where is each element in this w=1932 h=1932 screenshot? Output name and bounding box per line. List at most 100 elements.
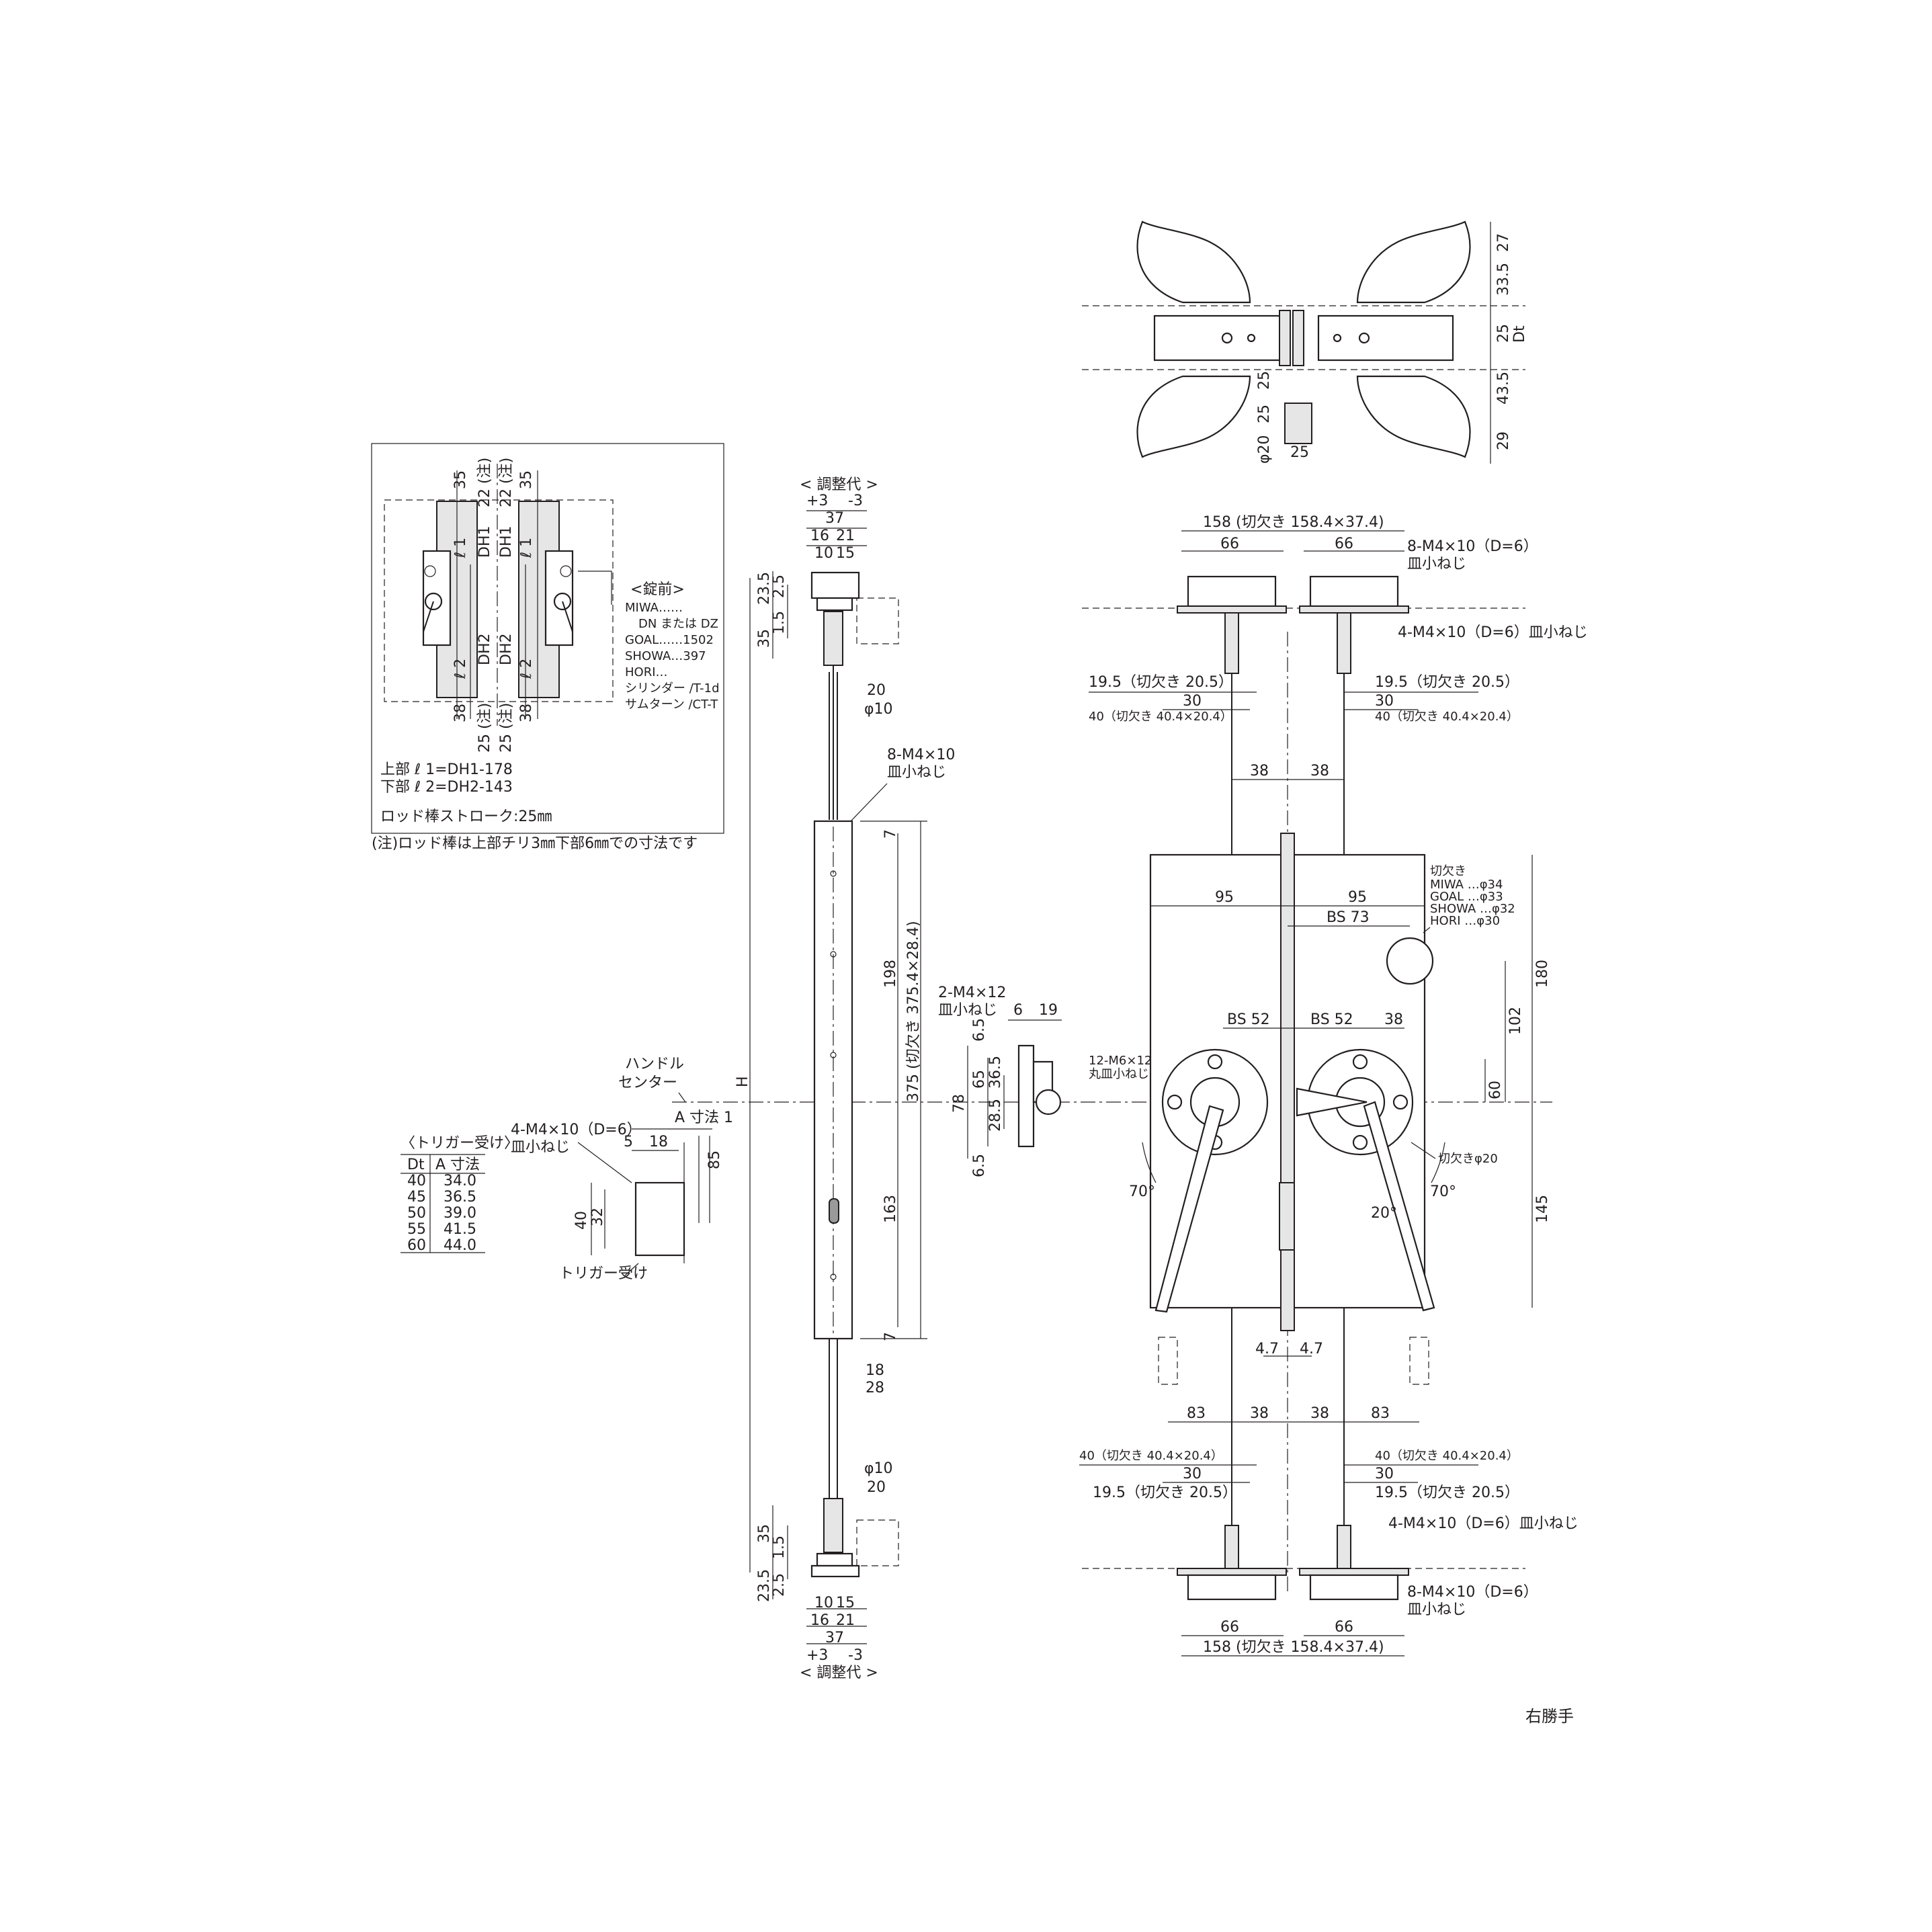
top-bolt-head (810, 571, 860, 599)
inset-label-dh2-left: DH2 (476, 634, 493, 665)
main-dim-180: 180 (1534, 960, 1551, 988)
main-bottom-dim-83-left: 83 (1187, 1405, 1206, 1422)
rod-bottom-phi10: φ10 (864, 1460, 893, 1477)
top-guide (823, 611, 843, 666)
rod-top-dim-1-5: 1.5 (771, 611, 788, 634)
main-bottom-right-40: 40（切欠き 40.4×20.4） (1375, 1449, 1519, 1463)
cutout-title: 切欠き (1430, 864, 1466, 878)
rod-bottom-dim-20: 20 (867, 1479, 886, 1496)
rod-bottom-dim-16: 16 (810, 1612, 829, 1629)
formula-top: 上部 ℓ 1=DH1-178 (380, 761, 513, 778)
trigger-table-a-4: 41.5 (444, 1221, 476, 1238)
rod-top-phi10: φ10 (864, 701, 893, 718)
lock-maker-line-5: HORI… (625, 665, 668, 679)
plan-phi20: φ20 (1256, 435, 1273, 464)
trigger-dim-18: 18 (649, 1134, 668, 1150)
inset-label-dh2-right: DH2 (498, 634, 515, 665)
latch-screws: 2-M4×12 (938, 984, 1006, 1001)
adjust-top: < 調整代 > (800, 476, 878, 493)
rod-bottom-dim-1-5: 1.5 (771, 1536, 788, 1559)
hand-label: 右勝手 (1525, 1707, 1574, 1726)
main-bottom-dim-66-left: 66 (1220, 1619, 1239, 1636)
plan-right-lever-upper (1356, 220, 1471, 304)
latch-roller (1035, 1089, 1062, 1116)
main-bottom-dim-83-right: 83 (1371, 1405, 1390, 1422)
main-dim-95-left: 95 (1215, 889, 1234, 906)
inset-dim-25b: 25 (注) (498, 703, 515, 753)
plan-dim-27: 27 (1495, 233, 1512, 252)
inset-dim-35a: 35 (452, 470, 469, 489)
main-top-screws4: 4-M4×10（D=6）皿小ねじ (1398, 624, 1588, 641)
rod-bottom-dim-2-5: 2.5 (771, 1573, 788, 1597)
plan-dim-dt: Dt (1511, 325, 1528, 343)
latch-dim-78: 78 (951, 1094, 968, 1113)
inset-label-l2-right: ℓ 2 (518, 659, 535, 679)
trigger-table-dt-4: 55 (407, 1221, 426, 1238)
main-bottom-screws4: 4-M4×10（D=6）皿小ねじ (1388, 1515, 1579, 1532)
lock-maker-line-7: サムターン /CT-T (625, 698, 718, 712)
inset-label-dh1-left: DH1 (476, 526, 493, 558)
trigger-table-title: 〈トリガー受け〉 (401, 1135, 519, 1152)
rod-top-dim-20: 20 (867, 682, 886, 699)
rod-bottom-dim-15: 15 (836, 1595, 855, 1611)
bottom-bolt-head (810, 1564, 860, 1578)
rod-dim-163: 163 (882, 1195, 899, 1223)
latch-dim-65: 65 (971, 1070, 988, 1089)
trigger-label: トリガー受け (559, 1265, 648, 1282)
inset-note: (注)ロッド棒は上部チリ3㎜下部6㎜での寸法です (372, 835, 698, 852)
top-right-bolt-plate (1309, 575, 1399, 607)
plan-left-lever-lower (1136, 375, 1251, 458)
main-dim-4-7-left: 4.7 (1255, 1341, 1279, 1357)
plan-dim-25b: 25 (1256, 371, 1273, 390)
rod-bottom-dim-35: 35 (756, 1524, 773, 1543)
latch-screws-type: 皿小ねじ (938, 1002, 997, 1019)
cutout-line-2: GOAL …φ33 (1430, 890, 1503, 904)
main-dim-38-rose: 38 (1384, 1011, 1403, 1028)
flush-bolt-side-view: < 調整代 > +3 -3 37 16 21 10 15 23.5 2.5 35… (734, 476, 955, 1681)
rod-dim-28: 28 (866, 1380, 884, 1396)
top-right-bolt (1337, 612, 1351, 674)
trigger-table-a-3: 39.0 (444, 1205, 476, 1222)
plan-dim-33-5: 33.5 (1495, 263, 1512, 296)
rod-top-dim-15: 15 (836, 545, 855, 562)
adjust-bottom: < 調整代 > (800, 1665, 878, 1681)
formula-bottom: 下部 ℓ 2=DH2-143 (380, 779, 513, 796)
trigger-table-a-1: 34.0 (444, 1173, 476, 1189)
rod-bottom-dim-10: 10 (814, 1595, 833, 1611)
main-bottom-dim-66-right: 66 (1335, 1619, 1353, 1636)
handle-center-label-2: センター (618, 1075, 677, 1091)
main-front-view: 158 (切欠き 158.4×37.4) 66 66 8-M4×10（D=6） … (1079, 514, 1588, 1656)
trigger-dim-5: 5 (624, 1134, 633, 1150)
latch-dim-6: 6 (1013, 1002, 1023, 1019)
main-top-dim-158: 158 (切欠き 158.4×37.4) (1203, 514, 1384, 531)
main-dim-bs52-left: BS 52 (1227, 1011, 1270, 1028)
main-dim-bs73: BS 73 (1327, 909, 1370, 926)
rod-top-dim-16: 16 (810, 528, 829, 544)
angle-70-right: 70° (1430, 1183, 1456, 1200)
inset-frame (371, 443, 724, 834)
cutout-line-3: SHOWA …φ32 (1430, 902, 1515, 916)
inset-dim-38a: 38 (452, 704, 469, 722)
bottom-right-bolt (1337, 1525, 1351, 1569)
inset-label-dh1-right: DH1 (498, 526, 515, 558)
inset-label-l1-left: ℓ 1 (452, 538, 469, 558)
main-bottom-left-19-5: 19.5（切欠き 20.5） (1093, 1484, 1237, 1501)
main-bottom-left-40: 40（切欠き 40.4×20.4） (1079, 1449, 1223, 1463)
main-top-dim-38-right: 38 (1310, 763, 1329, 780)
right-lever-arm (1296, 1087, 1368, 1117)
main-top-left-30: 30 (1183, 693, 1202, 710)
plan-right-lever-lower (1356, 375, 1471, 458)
cutout-phi20: 切欠きφ20 (1438, 1152, 1498, 1166)
center-astragal (1280, 833, 1295, 1331)
rod-dim-375: 375 (切欠き 375.4×28.4) (905, 921, 922, 1102)
main-bottom-right-19-5: 19.5（切欠き 20.5） (1375, 1484, 1519, 1501)
rod-screws: 8-M4×10 (887, 747, 955, 763)
plan-view: 27 33.5 25 Dt 43.5 29 25 25 φ20 25 (1082, 220, 1528, 464)
trigger-table-dt-3: 50 (407, 1205, 426, 1222)
trigger-receiver: 4-M4×10（D=6） 皿小ねじ A 寸法 1 5 18 85 40 32 ト… (401, 1109, 733, 1282)
angle-20: 20° (1371, 1205, 1397, 1222)
adjust-bottom-minus: -3 (848, 1647, 863, 1664)
main-bottom-dim-158: 158 (切欠き 158.4×37.4) (1203, 1639, 1384, 1656)
inset-label-l1-right: ℓ 1 (518, 538, 535, 558)
rod-screws-type: 皿小ねじ (887, 764, 946, 781)
